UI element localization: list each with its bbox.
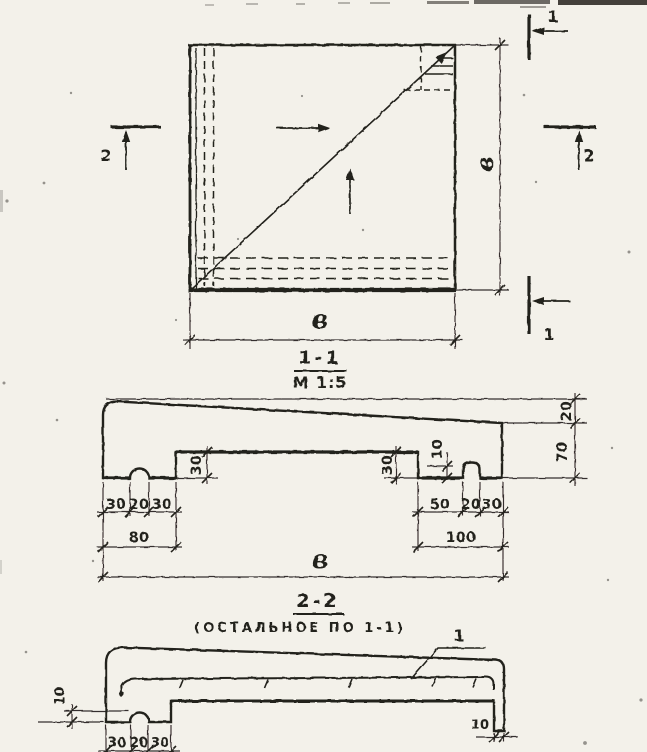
plan-view: в в 1 1 2 2	[100, 7, 596, 349]
dim-left-chain-3: 30	[152, 497, 172, 513]
scan-smudge	[296, 3, 305, 5]
scan-smudge	[0, 560, 2, 574]
cut-number: 2	[100, 146, 111, 165]
rebar-line	[119, 675, 495, 695]
plan-hidden-lines-horizontal	[198, 257, 452, 280]
dim-width: в	[311, 545, 328, 575]
dim-step-left: 30	[189, 455, 205, 475]
dim-step-right: 30	[380, 455, 396, 475]
plan-diagonal	[189, 45, 455, 291]
right-dimension-ticks	[569, 393, 581, 484]
groove-dimension-ticks	[441, 460, 453, 484]
bottom-dimension-lines	[97, 511, 509, 578]
cut-arrowhead-icon	[121, 130, 131, 142]
arrow-up-icon	[345, 168, 355, 180]
cut-number: 1	[547, 7, 558, 26]
scan-smudge	[370, 2, 390, 4]
section-scale: М 1:5	[292, 373, 347, 392]
dim-chain-1: 30	[108, 736, 126, 751]
chain-extension-lines	[105, 725, 172, 752]
rebar-callout-leader	[410, 647, 486, 680]
bottom-dimension-ticks	[97, 506, 509, 583]
dim-edge-right: 10	[471, 718, 489, 733]
dim-left-total: 80	[129, 530, 149, 546]
rebar-anchor-dot	[118, 691, 125, 697]
plan-height-dim: в	[472, 156, 499, 171]
section-1-1: 1-1 М 1:5 20 70 30 30 10 30 20 30 80 50 …	[97, 347, 587, 583]
scan-smudge	[338, 2, 350, 4]
dim-right-chain-3: 30	[482, 497, 502, 513]
section-title: 1-1	[298, 347, 341, 369]
right-extension-lines	[503, 422, 587, 479]
dim-left-chain-2: 20	[129, 497, 149, 513]
rebar-tick-marks	[178, 678, 477, 689]
scan-specks	[2, 91, 643, 745]
dim-groove: 10	[430, 439, 446, 459]
profile-outline	[104, 646, 506, 733]
plan-outline-top-right	[188, 43, 457, 291]
dim-right-total: 100	[446, 530, 477, 546]
cut-number: 1	[543, 325, 554, 344]
dim-chain-2: 20	[130, 736, 148, 751]
corner-hidden-lines	[404, 46, 454, 91]
scan-smudge	[427, 1, 469, 4]
plan-width-dim: в	[311, 305, 328, 335]
profile-outline	[101, 400, 504, 480]
bottom-extension-lines	[102, 482, 504, 581]
arrow-right-icon	[318, 123, 330, 133]
cut-arrowhead-icon	[574, 130, 584, 142]
scan-smudge	[474, 0, 550, 4]
plan-dimension-lines	[183, 38, 501, 341]
scan-smudge	[520, 6, 546, 8]
dim-right-chain-2: 20	[461, 497, 481, 513]
dim-edge-left: 10	[53, 687, 68, 705]
section-mark-1-top: 1	[527, 7, 568, 60]
dim-right-chain-1: 50	[430, 497, 450, 513]
left-extension-lines	[38, 710, 129, 723]
cut-arrowhead-icon	[532, 27, 544, 35]
corner-hatch-lines	[425, 57, 453, 75]
chain-dimension-ticks	[103, 745, 177, 752]
scan-smudge	[246, 3, 258, 5]
step-dimension-ticks	[201, 446, 402, 484]
section-mark-1-bottom: 1	[527, 276, 570, 344]
dim-depth: 70	[555, 442, 571, 462]
section-2-2: 2-2 (ОСТАЛЬНОЕ ПО 1-1) 1 10 30 20 30 10	[38, 590, 518, 752]
plan-hidden-lines-vertical	[203, 48, 215, 286]
cut-number: 2	[583, 146, 594, 165]
dim-left-chain-1: 30	[106, 497, 126, 513]
right-dimension-ticks	[488, 731, 510, 743]
plan-dimension-ticks	[184, 39, 506, 346]
section-mark-2-right: 2	[544, 125, 596, 170]
profile-bottom-thick	[103, 450, 502, 480]
scan-smudge	[205, 4, 214, 6]
rebar-callout-number: 1	[453, 626, 464, 645]
dim-rise: 20	[559, 401, 575, 421]
scan-smudge	[558, 0, 647, 5]
cut-arrowhead-icon	[532, 297, 544, 305]
plan-extension-lines	[189, 44, 509, 349]
section-subtitle: (ОСТАЛЬНОЕ ПО 1-1)	[194, 621, 405, 636]
dim-chain-3: 30	[151, 736, 169, 751]
section-mark-2-left: 2	[100, 125, 161, 170]
section-title: 2-2	[296, 590, 339, 612]
left-dimension-ticks	[66, 705, 78, 728]
scan-smudge	[0, 190, 3, 212]
